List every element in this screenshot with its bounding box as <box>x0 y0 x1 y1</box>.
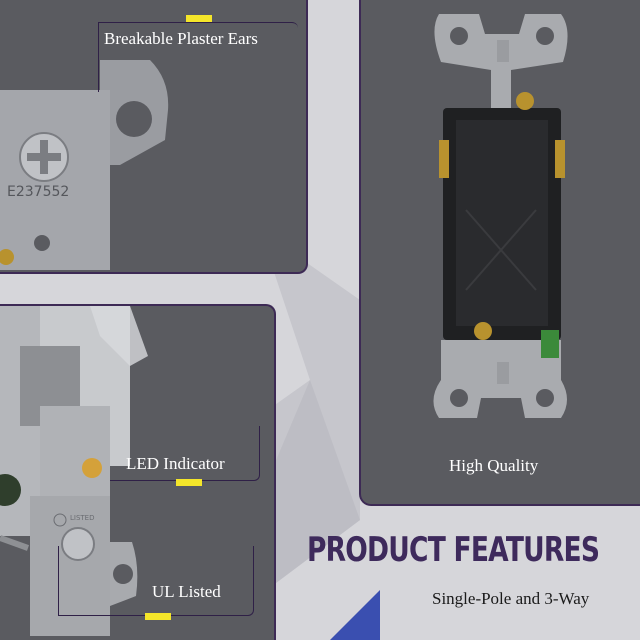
ul-marker <box>145 613 171 620</box>
light-switch-illustration <box>433 14 568 418</box>
led-ul-panel: LISTED LED Indicator UL Listed <box>0 304 276 640</box>
cert-code: E237552 <box>7 184 69 200</box>
plaster-ears-callout <box>98 22 298 92</box>
product-features-heading: PRODUCT FEATURES <box>307 530 600 570</box>
plaster-ears-marker <box>186 15 212 22</box>
plaster-ears-label: Breakable Plaster Ears <box>104 29 258 48</box>
variants-text: Single-Pole and 3-Way <box>432 589 590 608</box>
led-indicator-label: LED Indicator <box>126 454 225 473</box>
led-marker <box>176 479 202 486</box>
ul-listed-label: UL Listed <box>152 582 221 601</box>
ul-callout <box>58 546 254 616</box>
plaster-ears-illustration: E237552 <box>0 60 169 270</box>
switch-side-illustration: LISTED <box>0 306 148 636</box>
high-quality-label: High Quality <box>449 456 539 475</box>
high-quality-panel: High Quality <box>359 0 640 506</box>
plaster-ears-panel: E237552 Breakable Plaster Ears <box>0 0 308 274</box>
ul-mark: LISTED <box>70 514 95 522</box>
